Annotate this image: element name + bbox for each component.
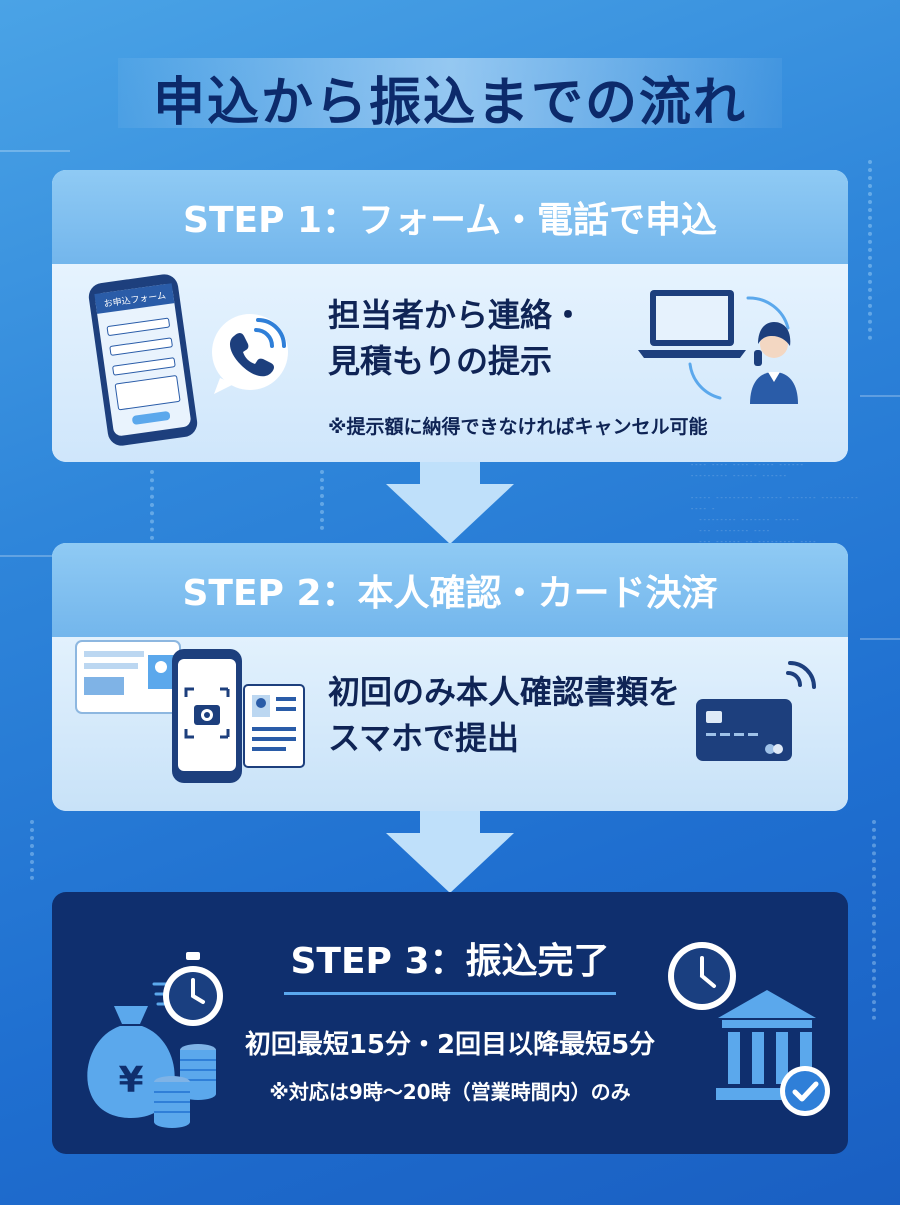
step2-main-line-1: 初回のみ本人確認書類を — [328, 673, 681, 711]
step3-divider — [284, 992, 616, 995]
laptop-icon — [638, 290, 746, 358]
step2-main-line-2: スマホで提出 — [328, 719, 520, 757]
check-badge-icon — [780, 1066, 830, 1116]
step2-heading: STEP 2：本人確認・カード決済 — [52, 543, 848, 637]
money-bag-yen-icon: ¥ — [87, 1006, 175, 1118]
title-highlight — [118, 58, 782, 128]
clock-icon — [668, 942, 736, 1010]
step2-main-text: 初回のみ本人確認書類を スマホで提出 — [328, 669, 680, 761]
yen-symbol: ¥ — [118, 1060, 143, 1101]
step1-main-line-1: 担当者から連絡・ — [328, 296, 585, 334]
arrow-step1-to-step2 — [386, 462, 514, 544]
arrow-step2-to-step3 — [386, 811, 514, 893]
contactless-card-icon — [696, 661, 816, 761]
page-title: 申込から振込までの流れ — [152, 73, 747, 133]
step3-note: ※対応は9時～20時（営業時間内）のみ — [269, 1080, 631, 1104]
document-icon — [243, 684, 305, 768]
smartphone-camera-icon — [172, 649, 242, 783]
step1-main-text: 担当者から連絡・ 見積もりの提示 — [328, 292, 584, 384]
phone-call-bubble-icon — [212, 314, 288, 394]
step1-note: ※提示額に納得できなければキャンセル可能 — [328, 416, 708, 438]
step3-card: STEP 3：振込完了 初回最短15分・2回目以降最短5分 ※対応は9時～20時… — [52, 892, 848, 1154]
step1-body: お申込フォーム 担当者から連絡・ 見積もりの提示 ※提示額に納得できなければキャ… — [52, 264, 848, 462]
bank-icon — [716, 990, 816, 1100]
step3-main-text: 初回最短15分・2回目以降最短5分 — [244, 1030, 656, 1060]
step3-heading: STEP 3：振込完了 — [290, 941, 610, 982]
stopwatch-icon — [152, 952, 223, 1026]
operator-headset-icon — [688, 296, 798, 404]
step1-heading: STEP 1：フォーム・電話で申込 — [52, 170, 848, 264]
smartphone-form-icon: お申込フォーム — [88, 274, 198, 446]
step1-main-line-2: 見積もりの提示 — [328, 342, 553, 380]
step2-card: STEP 2：本人確認・カード決済 — [52, 543, 848, 811]
step2-body: 初回のみ本人確認書類を スマホで提出 — [52, 637, 848, 811]
step1-card: STEP 1：フォーム・電話で申込 お申込フォーム 担当者から連絡・ — [52, 170, 848, 462]
coin-stack-icon — [154, 1044, 216, 1128]
